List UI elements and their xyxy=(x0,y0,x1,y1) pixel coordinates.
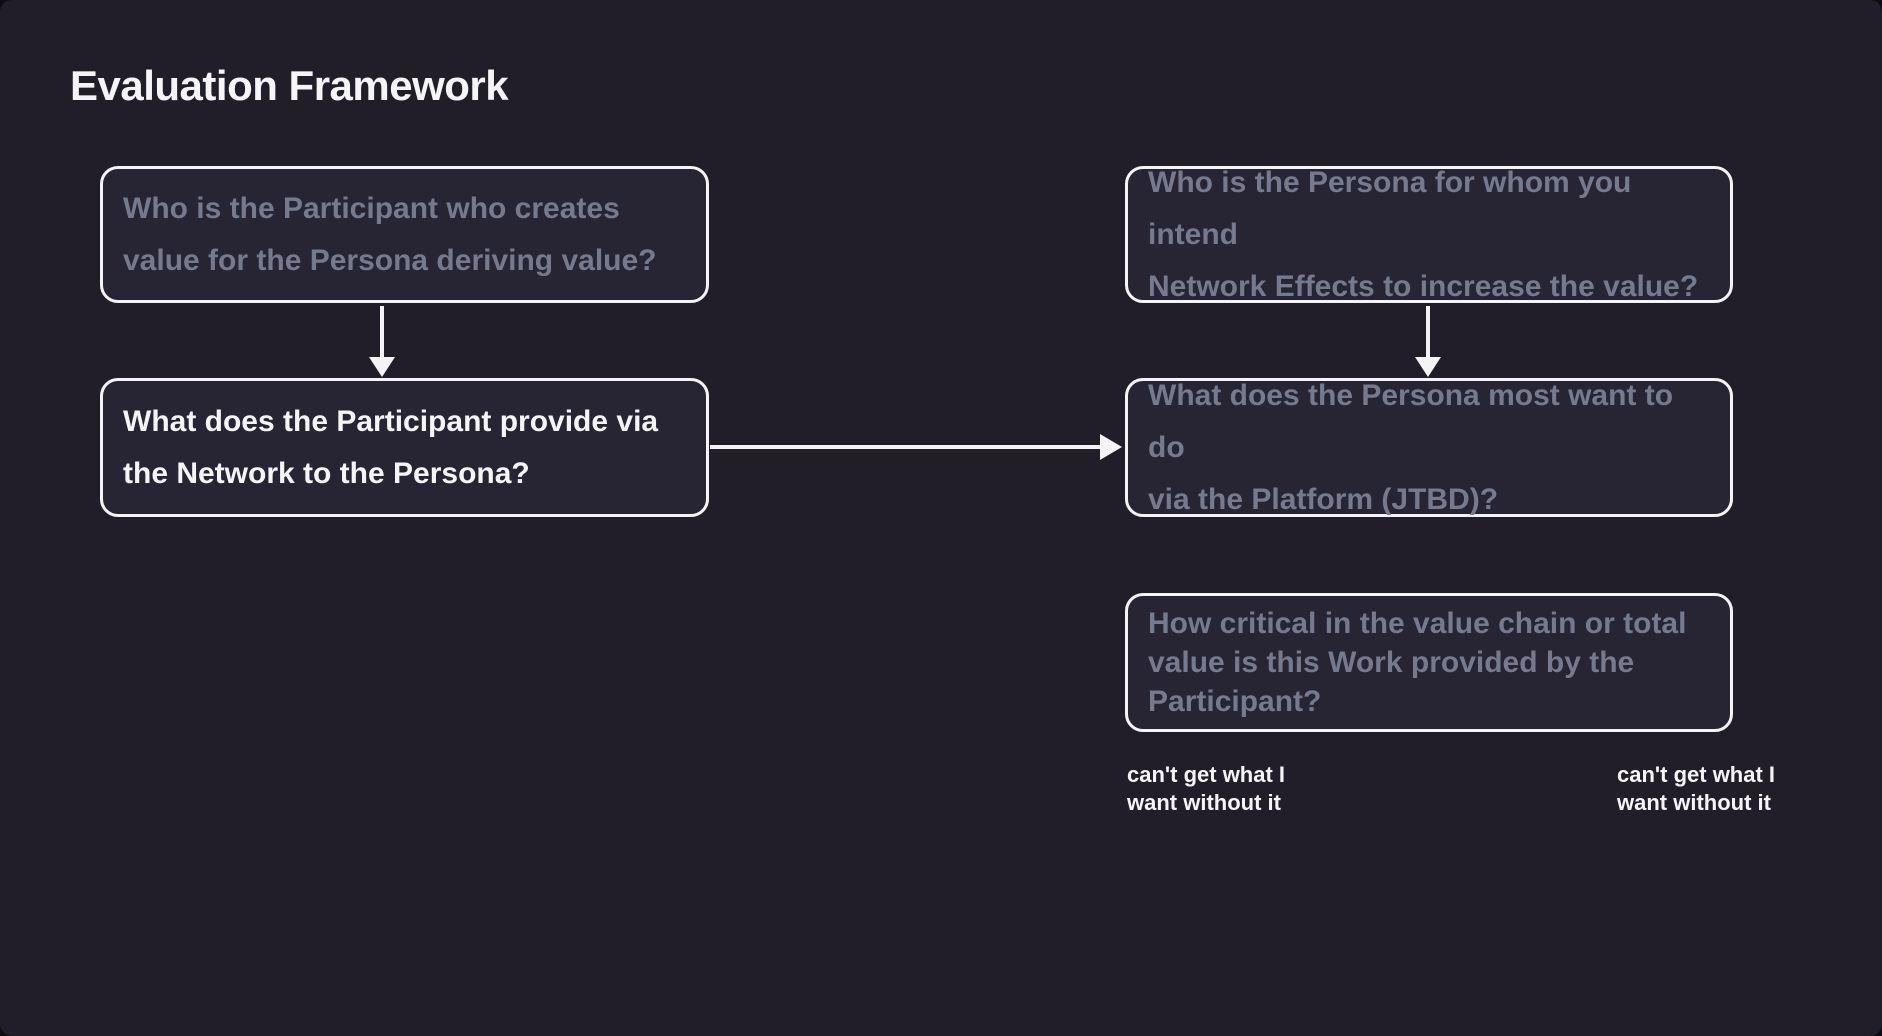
connector-down-left-arrow xyxy=(380,306,384,359)
scale-endpoint-label-left: can't get what I want without it xyxy=(1127,762,1286,815)
scale-endpoint-label-right: can't get what I want without it xyxy=(1617,762,1776,815)
arrow-down-icon xyxy=(369,357,395,377)
connector-right-arrow xyxy=(710,445,1102,449)
node-participant-provides: What does the Participant provide via th… xyxy=(100,378,709,517)
arrow-down-icon xyxy=(1415,357,1441,377)
node-persona-jtbd: What does the Persona most want to do vi… xyxy=(1125,378,1733,517)
page-title: Evaluation Framework xyxy=(70,62,509,109)
node-work-criticality: How critical in the value chain or total… xyxy=(1125,593,1733,732)
connector-down-right-arrow xyxy=(1426,306,1430,359)
arrow-right-icon xyxy=(1100,434,1122,460)
node-participant-identity: Who is the Participant who creates value… xyxy=(100,166,709,303)
node-persona-identity: Who is the Persona for whom you intend N… xyxy=(1125,166,1733,303)
